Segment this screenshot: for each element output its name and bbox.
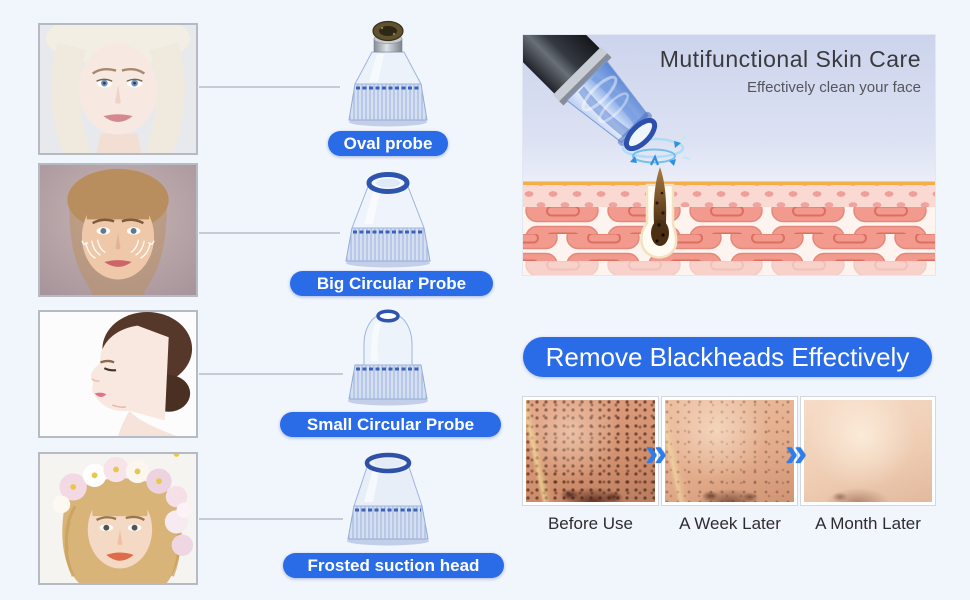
caption-month-later: A Month Later [815,514,921,533]
lifting-arrows-face-image [40,165,196,295]
model-photo-2 [38,163,198,297]
panel-subtitle: Effectively clean your face [747,79,921,96]
panel-title: Mutifunctional Skin Care [659,46,921,72]
oval-probe-image [342,12,434,128]
chevron-arrow-icon-1: » [645,431,668,475]
pale-blonde-face-image [40,25,196,153]
model-photo-3 [38,310,198,438]
skin-care-panel: Mutifunctional Skin Care Effectively cle… [523,35,935,275]
caption-week-later: A Week Later [679,514,781,533]
connector-line-2 [199,232,340,234]
model-photo-4 [38,452,198,585]
model-photo-1 [38,23,198,155]
profile-face-image [40,312,196,436]
connector-line-4 [199,518,343,520]
stage-photo-month [800,396,936,506]
stage-photo-before [522,396,659,506]
probe-label-frosted: Frosted suction head [283,553,504,578]
connector-line-1 [199,86,340,88]
caption-before-use: Before Use [547,514,634,533]
frosted-suction-head-image [343,452,433,546]
flower-crown-face-image [40,454,196,583]
connector-line-3 [199,373,343,375]
probe-label-big-circular: Big Circular Probe [290,271,493,296]
big-circular-probe-image [340,166,436,268]
probe-label-small-circular: Small Circular Probe [280,412,501,437]
results-banner: Remove Blackheads Effectively [523,337,932,377]
skin-cross-section-illustration [523,35,935,275]
chevron-arrow-icon-2: » [785,431,808,475]
stage-photo-week [661,396,798,506]
flower-crown [52,454,194,556]
probe-label-oval: Oval probe [328,131,448,156]
small-circular-probe-image [343,307,433,406]
